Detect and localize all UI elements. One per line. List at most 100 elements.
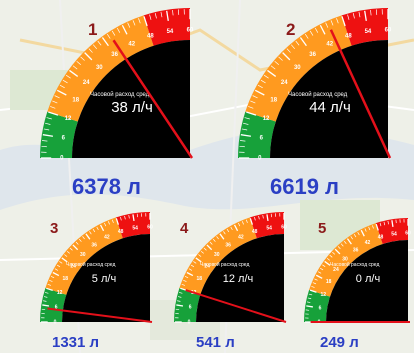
gauge-tick-label: 42 <box>128 41 135 47</box>
gauge-total: 1331 л <box>52 334 100 351</box>
gauge-needle <box>185 289 287 323</box>
gauge-tick-mark <box>334 248 341 255</box>
gauge-tick-mark <box>311 286 315 288</box>
gauge-number: 1 <box>88 20 98 39</box>
gauge-tick-mark <box>266 214 269 222</box>
gauge-tick-mark <box>314 27 319 33</box>
gauge-tick-mark <box>154 13 157 19</box>
gauge-label: Часовой расход сред <box>288 91 348 98</box>
gauge-tick-mark <box>330 20 334 26</box>
gauge-tick-label: 24 <box>333 267 339 273</box>
gauge-tick-label: 54 <box>391 231 397 237</box>
gauge-tick-mark <box>319 24 326 35</box>
gauge-tick-mark <box>238 222 241 227</box>
gauge-tick-mark <box>50 106 56 109</box>
gauge-tick-mark <box>99 224 105 232</box>
gauge-tick-mark <box>252 95 258 99</box>
gauge-green-zone <box>174 288 201 322</box>
gauge-tick-mark <box>270 65 276 70</box>
gauge-tick-mark <box>42 304 50 307</box>
gauge-tick-mark <box>195 257 202 263</box>
gauge-tick-mark <box>341 16 346 27</box>
gauge-tick-mark <box>132 20 136 26</box>
gauge-green-zone <box>40 288 67 322</box>
gauge-tick-mark <box>56 89 67 96</box>
gauge-tick-mark <box>127 22 131 28</box>
gauge-tick-label: 60 <box>405 230 411 236</box>
gauge-value-text: 38 л/ч <box>111 99 153 116</box>
gauge-tick-label: 42 <box>365 240 371 246</box>
gauge-tick-mark <box>85 233 91 240</box>
gauge-tick-label: 48 <box>118 229 124 235</box>
gauge-tick-mark <box>62 79 68 84</box>
gauge-tick-mark <box>43 300 47 302</box>
gauge-tick-mark <box>329 254 333 258</box>
gauge-tick-mark <box>312 282 317 285</box>
gauge-tick-mark <box>111 219 114 224</box>
gauge-tick-mark <box>317 271 322 274</box>
gauge-tick-mark <box>104 222 107 227</box>
gauge-tick-mark <box>322 264 326 267</box>
gauge-tick-mark <box>72 65 78 70</box>
gauge-tick-mark <box>50 276 55 279</box>
gauge-tick-mark <box>241 128 248 131</box>
gauge-tick-mark <box>375 223 379 231</box>
gauge-tick-mark <box>52 271 60 277</box>
gauge-tick-mark <box>262 215 264 219</box>
gauge-tick-mark <box>243 122 249 125</box>
gauge-tick-mark <box>309 289 317 293</box>
gauge-tick-mark <box>128 215 130 219</box>
gauge-tick-label: 6 <box>319 305 322 311</box>
gauge-tick-mark <box>364 10 367 22</box>
gauge-tick-mark <box>46 287 53 292</box>
gauge-tick-mark <box>260 79 266 84</box>
gauge-tick-label: 60 <box>147 224 153 230</box>
gauge-tick-mark <box>383 221 386 226</box>
gauge-tick-label: 6 <box>189 304 192 310</box>
gauge-tick-mark <box>65 74 71 79</box>
gauge-tick-mark <box>241 221 244 225</box>
gauge-tick-mark <box>226 228 230 233</box>
gauge-tick-mark <box>59 84 65 89</box>
gauge-tick-mark <box>88 48 93 53</box>
gauge-tick-label: 6 <box>62 136 66 142</box>
gauge-tick-mark <box>230 226 233 231</box>
gauge-tick-label: 24 <box>70 263 76 269</box>
gauge-tick-mark <box>326 257 330 261</box>
gauge-tick-mark <box>391 220 394 227</box>
gauge-tick-label: 18 <box>72 97 79 103</box>
gauge-tick-mark <box>336 18 339 24</box>
gauge-tick-label: 12 <box>263 116 270 122</box>
gauge-red-zone <box>143 8 190 46</box>
gauge-tick-mark <box>45 122 51 125</box>
gauge-number: 2 <box>286 20 296 39</box>
gauge-tick-label: 48 <box>378 235 384 241</box>
gauge-tick-mark <box>61 257 68 263</box>
gauge-tick-mark <box>350 236 353 240</box>
gauge-tick-mark <box>190 264 195 268</box>
gauge-tick-label: 12 <box>321 292 327 298</box>
gauge-tick-mark <box>314 278 318 281</box>
gauge-tick-label: 36 <box>225 242 231 248</box>
gauge-tick-mark <box>219 233 225 240</box>
gauge-tick-mark <box>52 100 58 104</box>
gauge-tick-mark <box>42 134 54 137</box>
gauge-tick-mark <box>258 215 260 220</box>
gauge-tick-mark <box>132 214 135 222</box>
gauge-tick-mark <box>181 283 186 286</box>
gauge-tick-mark <box>172 9 174 16</box>
gauge-tick-mark <box>307 297 312 300</box>
gauge-tick-mark <box>177 296 182 298</box>
gauge-tick-mark <box>282 52 291 61</box>
gauge-tick-label: 24 <box>281 80 288 86</box>
gauge-tick-mark <box>180 287 187 292</box>
gauge-tick-mark <box>352 13 355 19</box>
gauge-tick-mark <box>257 84 263 89</box>
gauge-tick-mark <box>306 301 311 303</box>
